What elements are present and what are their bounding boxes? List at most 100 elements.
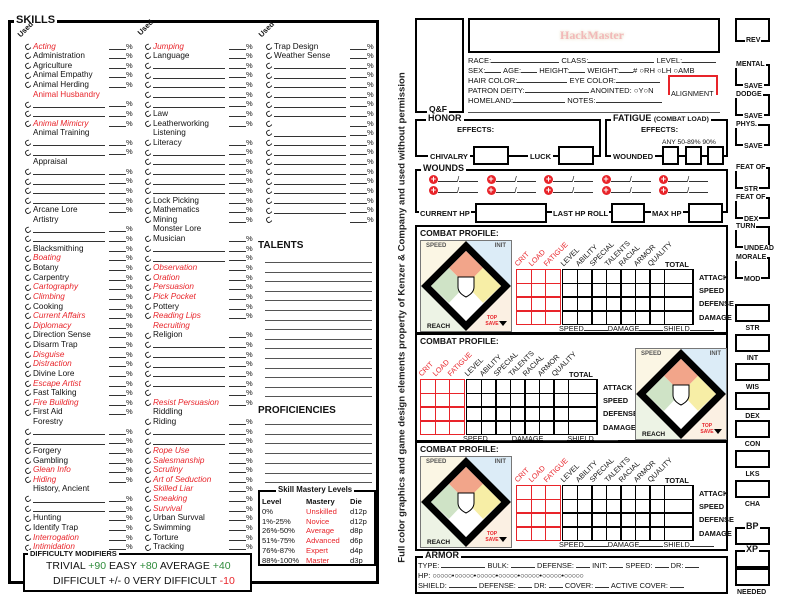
skill-used-checkbox[interactable] (23, 245, 32, 253)
percent-blank[interactable] (229, 99, 246, 108)
skill-percent-field[interactable]: % (229, 138, 253, 148)
skill-name-field[interactable] (153, 359, 225, 368)
skill-used-checkbox[interactable] (264, 196, 273, 205)
skill-percent-field[interactable]: % (109, 99, 133, 109)
xp-needed-box[interactable] (735, 568, 770, 586)
percent-blank[interactable] (109, 465, 126, 474)
weight-field[interactable] (619, 66, 634, 73)
skill-percent-field[interactable]: % (350, 61, 374, 71)
percent-blank[interactable] (109, 61, 126, 69)
skill-percent-field[interactable]: % (109, 234, 133, 244)
skill-used-checkbox[interactable] (23, 524, 32, 532)
percent-blank[interactable] (350, 42, 367, 50)
talent-line[interactable] (265, 262, 372, 263)
percent-blank[interactable] (109, 51, 126, 60)
percent-blank[interactable] (109, 456, 126, 464)
skill-used-checkbox[interactable] (143, 418, 152, 426)
wound-fields[interactable]: / (668, 175, 709, 184)
skill-percent-field[interactable]: % (229, 196, 253, 206)
talent-line[interactable] (265, 290, 372, 292)
skill-percent-field[interactable]: % (109, 292, 133, 302)
skill-name-field[interactable] (274, 128, 346, 137)
grid-cell[interactable] (591, 310, 608, 326)
skill-used-checkbox[interactable] (264, 167, 273, 176)
skill-used-checkbox[interactable] (23, 167, 32, 176)
skill-percent-field[interactable]: % (229, 513, 253, 523)
skill-percent-field[interactable]: % (350, 167, 374, 177)
skill-percent-field[interactable]: % (109, 244, 133, 254)
hand-lh-option[interactable]: ○LH (657, 66, 672, 75)
percent-blank[interactable] (229, 388, 246, 397)
skill-used-checkbox[interactable] (23, 148, 32, 157)
percent-blank[interactable] (109, 282, 126, 291)
skill-used-checkbox[interactable] (23, 139, 32, 147)
skill-percent-field[interactable]: % (229, 99, 253, 109)
wound-fields[interactable]: / (553, 186, 594, 195)
wound-entry[interactable]: +/ (429, 185, 479, 195)
skill-name-field[interactable] (153, 369, 225, 378)
percent-blank[interactable] (109, 224, 126, 233)
skill-percent-field[interactable]: % (109, 205, 133, 215)
percent-blank[interactable] (109, 330, 126, 339)
percent-blank[interactable] (109, 475, 126, 483)
skill-percent-field[interactable]: % (229, 205, 253, 215)
skill-used-checkbox[interactable] (23, 360, 32, 369)
skill-name-field[interactable] (33, 99, 105, 108)
percent-blank[interactable] (229, 533, 246, 541)
skill-percent-field[interactable]: % (350, 138, 374, 148)
percent-blank[interactable] (109, 369, 126, 377)
skill-used-checkbox[interactable] (143, 110, 152, 118)
skill-used-checkbox[interactable] (143, 148, 152, 157)
percent-blank[interactable] (109, 196, 126, 204)
percent-blank[interactable] (109, 321, 126, 329)
skill-percent-field[interactable]: % (229, 388, 253, 398)
skill-percent-field[interactable]: % (109, 80, 133, 90)
wound-entry[interactable]: +/ (429, 175, 479, 185)
eye-color-field[interactable] (615, 76, 660, 83)
skill-used-checkbox[interactable] (143, 533, 152, 542)
skill-percent-field[interactable]: % (109, 436, 133, 446)
skill-used-checkbox[interactable] (143, 139, 152, 147)
skill-used-checkbox[interactable] (23, 437, 32, 446)
max-hp-box[interactable] (688, 203, 723, 223)
percent-blank[interactable] (229, 523, 246, 531)
skill-used-checkbox[interactable] (23, 42, 32, 51)
proficiency-line[interactable] (265, 472, 372, 474)
skill-percent-field[interactable]: % (229, 398, 253, 408)
grid-cell[interactable] (538, 420, 555, 436)
skill-percent-field[interactable]: % (109, 475, 133, 485)
skill-percent-field[interactable]: % (109, 167, 133, 177)
proficiency-line[interactable] (265, 453, 372, 455)
grid-cell[interactable] (634, 310, 651, 326)
skill-percent-field[interactable]: % (109, 263, 133, 273)
percent-blank[interactable] (109, 340, 126, 349)
skill-percent-field[interactable]: % (229, 379, 253, 389)
percent-blank[interactable] (109, 263, 126, 271)
skill-percent-field[interactable]: % (109, 398, 133, 408)
skill-percent-field[interactable]: % (109, 147, 133, 157)
skill-used-checkbox[interactable] (143, 62, 152, 70)
percent-blank[interactable] (229, 456, 246, 464)
skill-used-checkbox[interactable] (23, 447, 32, 455)
wound-entry[interactable]: +/ (659, 185, 709, 195)
skill-name-field[interactable] (274, 61, 346, 70)
talent-line[interactable] (265, 310, 372, 311)
stat-box-con[interactable] (735, 420, 770, 438)
talent-line[interactable] (265, 358, 372, 359)
shield-field[interactable] (448, 581, 477, 588)
percent-blank[interactable] (229, 436, 246, 445)
sex-field[interactable] (485, 66, 502, 73)
wound-fields[interactable]: / (495, 186, 536, 195)
skill-used-checkbox[interactable] (264, 42, 273, 51)
percent-blank[interactable] (229, 542, 246, 551)
hp-checkboxes[interactable]: ○○○○○ (432, 571, 452, 580)
percent-blank[interactable] (350, 128, 367, 137)
skill-name-field[interactable] (274, 205, 346, 214)
skill-percent-field[interactable]: % (109, 523, 133, 533)
skill-used-checkbox[interactable] (143, 495, 152, 503)
skill-percent-field[interactable]: % (229, 282, 253, 292)
skill-used-checkbox[interactable] (264, 177, 273, 186)
skill-used-checkbox[interactable] (143, 379, 152, 388)
hp-checkboxes[interactable]: ○○○○○ (520, 571, 540, 580)
skill-name-field[interactable] (274, 80, 346, 89)
